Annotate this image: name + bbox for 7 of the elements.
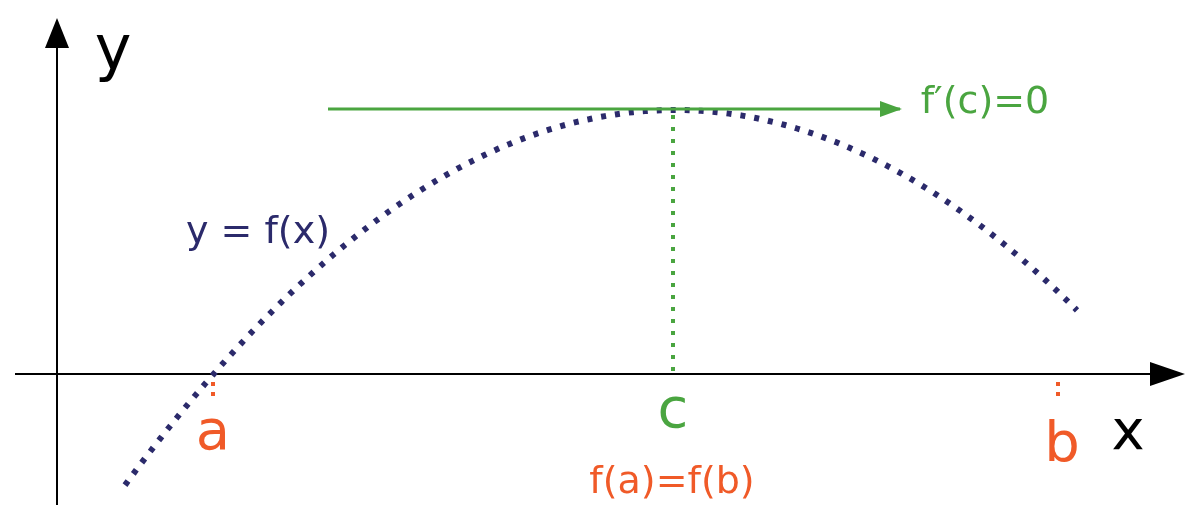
derivative-label: f′(c)=0 <box>920 81 1050 119</box>
equation-label: f(a)=f(b) <box>589 461 755 499</box>
axis-label: x <box>1111 402 1145 458</box>
point-label: a <box>195 402 231 458</box>
point-label: b <box>1044 414 1080 470</box>
point-label: c <box>657 380 689 436</box>
function-label: y = f(x) <box>186 211 330 249</box>
